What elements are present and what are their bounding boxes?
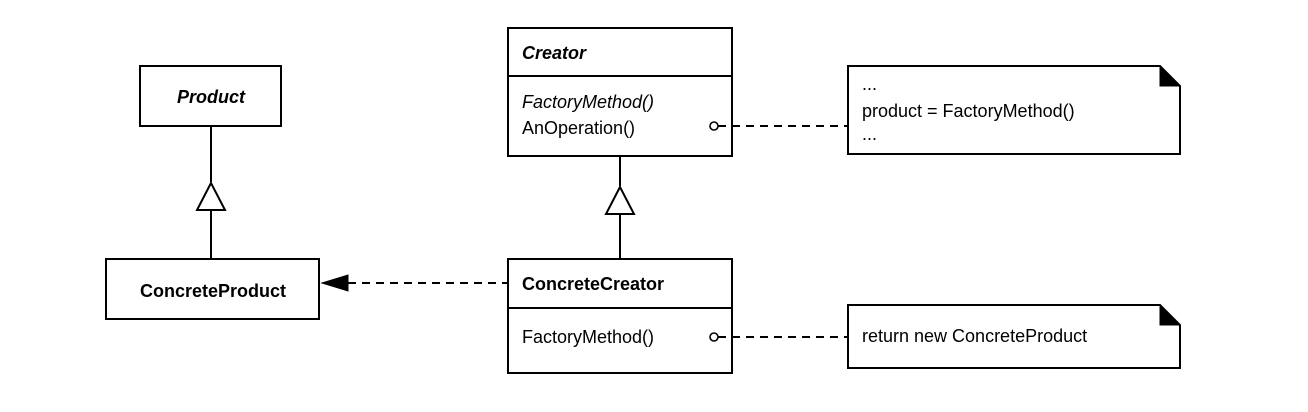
class-concretecreator: ConcreteCreator FactoryMethod() [507,258,733,374]
note-anchor-factorymethod [709,332,719,342]
inheritance-concretecreator-creator [604,156,636,259]
creator-operation-factorymethod: FactoryMethod() [522,92,654,112]
class-creator: Creator FactoryMethod() AnOperation() [507,27,733,157]
note-anchor-anoperation [709,121,719,131]
note-dogear [1159,305,1180,326]
class-creator-name: Creator [522,43,587,63]
note-factorymethod-line-1: return new ConcreteProduct [862,326,1087,346]
note-anoperation-line-1: ... [862,74,877,94]
note-anoperation: ... product = FactoryMethod() ... [847,65,1181,155]
inheritance-triangle [604,184,636,215]
inheritance-concreteproduct-product [195,126,227,259]
class-concreteproduct: ConcreteProduct [105,258,320,320]
note-anoperation-line-2: product = FactoryMethod() [862,101,1075,121]
note-dogear [1159,66,1180,87]
note-anoperation-line-3: ... [862,124,877,144]
inheritance-triangle [195,180,227,211]
class-product: Product [139,65,282,127]
arrow-head-filled [320,274,349,292]
dependency-concretecreator-concreteproduct [320,274,508,292]
note-factorymethod: return new ConcreteProduct [847,304,1181,369]
class-product-name: Product [177,87,246,107]
class-concreteproduct-name: ConcreteProduct [140,281,286,301]
concretecreator-operation-factorymethod: FactoryMethod() [522,327,654,347]
creator-operation-anoperation: AnOperation() [522,118,635,138]
class-concretecreator-name: ConcreteCreator [522,274,664,294]
